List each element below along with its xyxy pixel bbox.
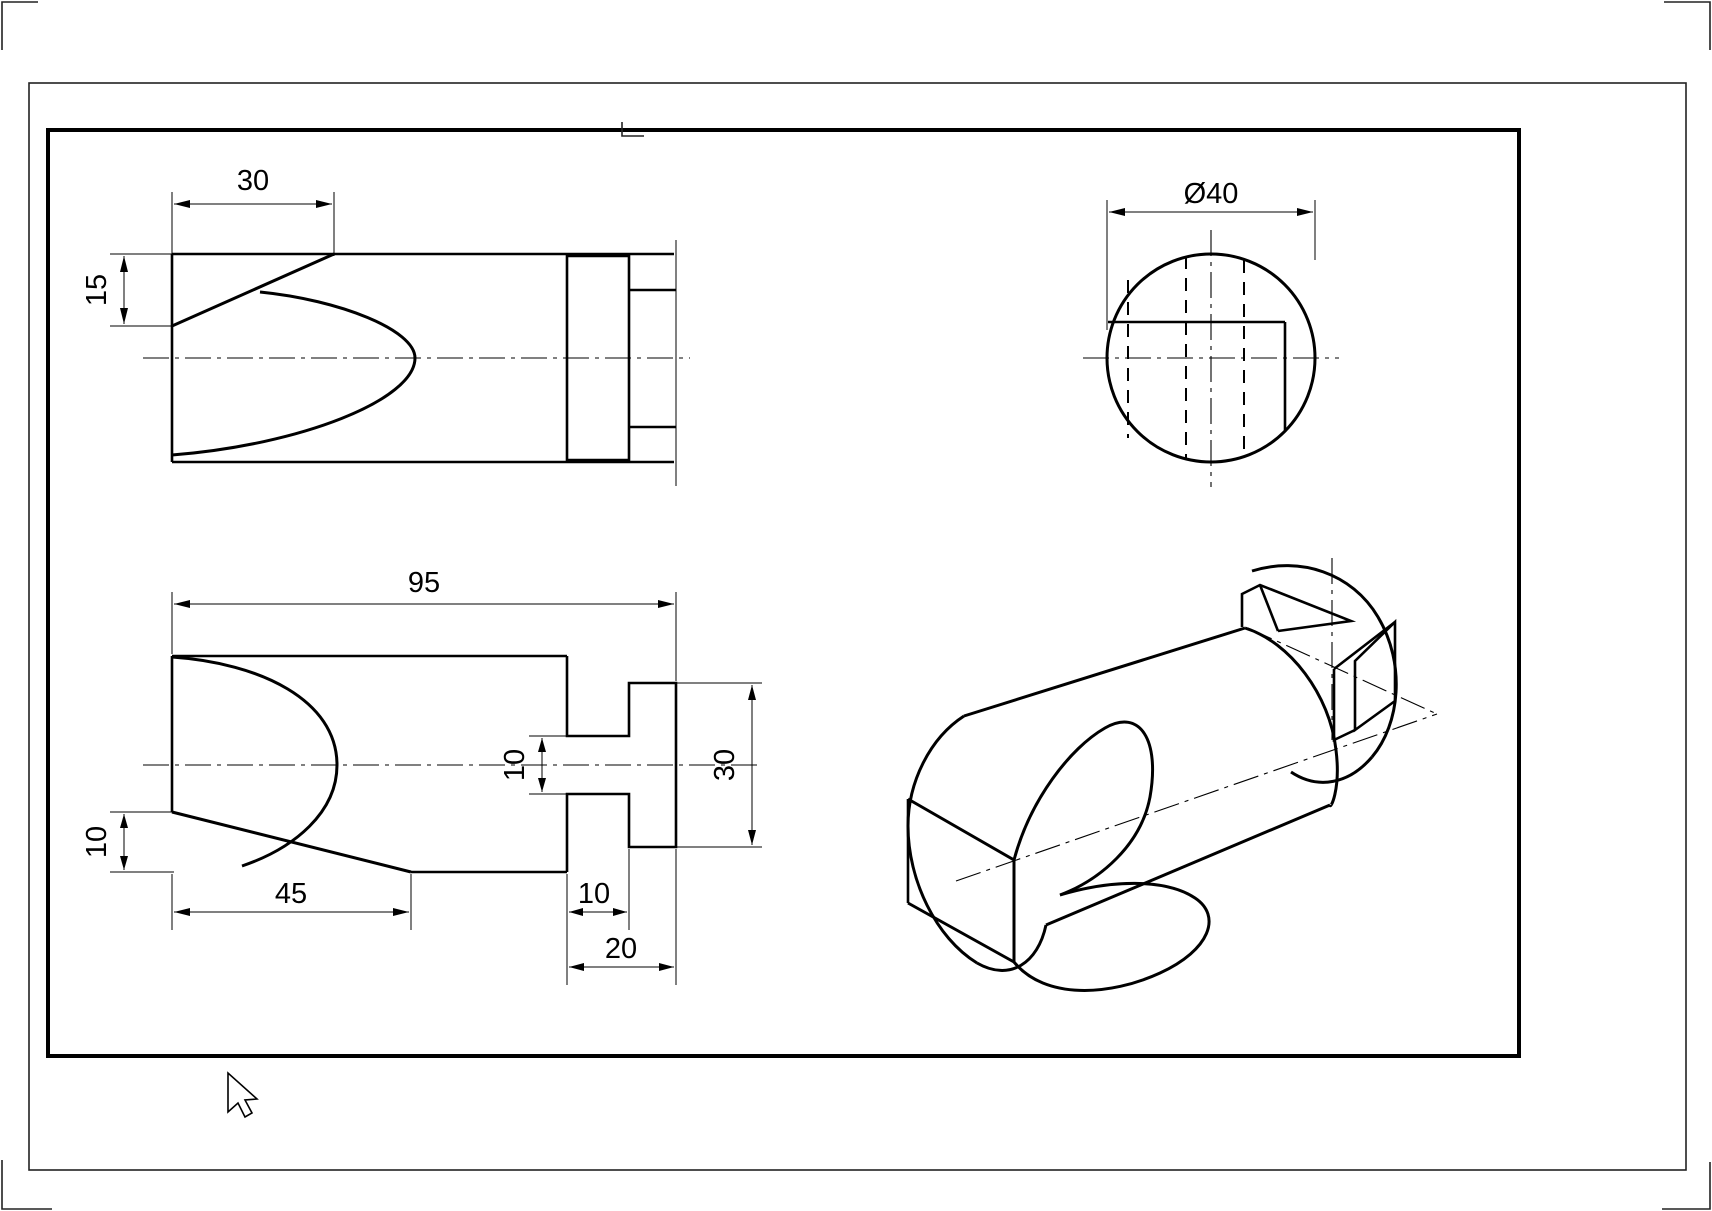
dimension-95-label: 95 [408,567,440,599]
front-view-step-profile [565,656,678,872]
top-view[interactable]: 30 15 [81,165,690,486]
dimension-10-neck-length-label: 10 [578,878,610,910]
top-view-cut-curve [171,290,417,457]
dimension-dia40: Ø40 [1106,178,1316,330]
dimension-10-neck-label: 10 [499,749,531,781]
iso-cyl-bottom-line [1045,803,1331,927]
dimension-45: 45 [171,874,412,930]
iso-axis-centerline [955,713,1438,882]
iso-pocket-curve-lower [1012,881,1211,992]
dimension-10-bottom: 10 [81,811,174,873]
iso-end-centerline-diag [1247,627,1438,715]
dimension-30-flange-label: 30 [709,749,741,781]
top-view-chamfer-upper [171,252,335,328]
iso-end-key-top-left [1333,620,1396,671]
iso-left-flat-face [907,797,1016,965]
front-view-pocket-curve [171,655,339,868]
iso-pocket-curve-upper [1012,720,1155,897]
dimension-45-label: 45 [275,878,307,910]
sheet-inner-border [46,128,1521,1058]
dimension-30-top: 30 [171,165,335,256]
iso-top-slot-inner-edge [1258,584,1280,632]
iso-end-key-left-face [1332,669,1356,743]
top-view-flange-rect [565,254,631,462]
dimension-15-top: 15 [81,253,174,327]
dimension-dia40-label: Ø40 [1184,178,1239,210]
isometric-view[interactable] [906,558,1438,992]
sheet-middle-border [28,82,1687,1171]
dimension-15-top-label: 15 [81,274,113,306]
dimension-20-label: 20 [605,933,637,965]
dimension-10-neck: 10 [499,738,546,792]
iso-cyl-top-line [963,626,1246,718]
dimension-10-neck-length: 10 [566,849,630,930]
end-view[interactable]: Ø40 [1083,178,1339,487]
iso-right-end-arc-bottom [1290,756,1374,784]
dimension-10-bottom-label: 10 [81,826,113,858]
dimension-30-top-label: 30 [237,165,269,197]
iso-left-end-arc-lower [976,924,1048,972]
iso-top-slot [1240,583,1357,633]
iso-left-end-arc [906,714,978,965]
iso-cyl-right-ellipse [1244,626,1339,808]
dimension-20: 20 [566,849,677,985]
front-view[interactable]: 95 10 30 10 [81,567,762,985]
title-block-corner-mark [621,122,644,137]
mouse-pointer [227,1071,259,1119]
iso-right-end-arc-top [1251,564,1398,758]
dimension-95: 95 [171,567,677,681]
dimension-30-flange: 30 [709,685,756,845]
